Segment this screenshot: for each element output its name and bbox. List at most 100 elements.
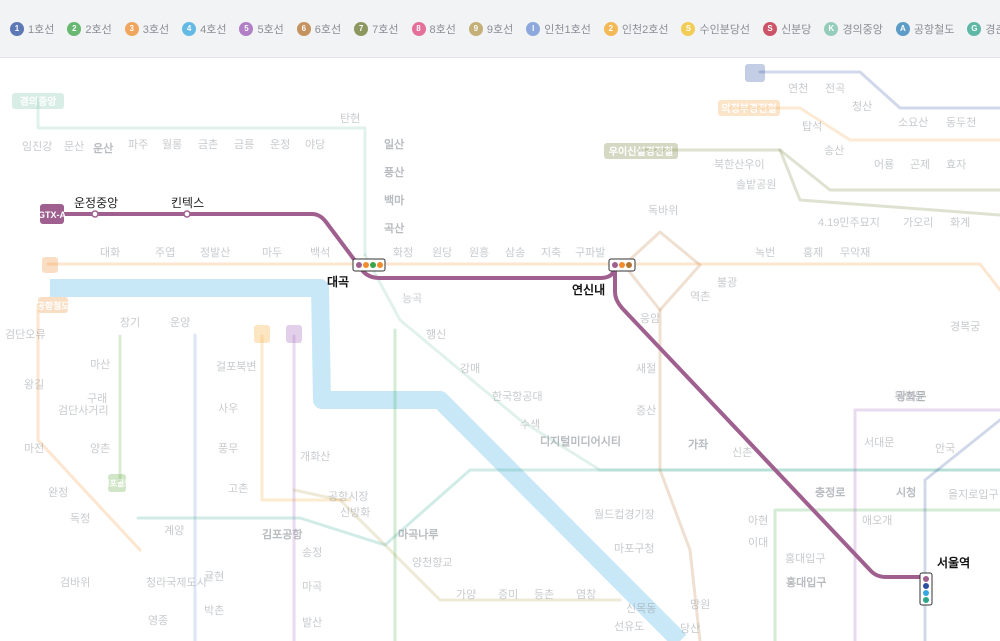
line-badge-icon: 9 (468, 21, 483, 36)
svg-text:우이신설경전철: 우이신설경전철 (609, 145, 673, 158)
station-label-kintex[interactable]: 킨텍스 (171, 196, 204, 210)
svg-text:새절: 새절 (636, 362, 656, 375)
han-river (50, 279, 687, 641)
svg-text:풍무: 풍무 (218, 442, 238, 455)
svg-text:김포공항: 김포공항 (262, 527, 302, 541)
svg-text:소요산: 소요산 (898, 116, 928, 129)
svg-text:북한산우이: 북한산우이 (714, 158, 765, 171)
svg-text:전곡: 전곡 (825, 82, 845, 95)
svg-text:홍제: 홍제 (803, 245, 823, 259)
svg-text:애오개: 애오개 (862, 514, 892, 527)
line-badge-icon: I (526, 21, 541, 36)
svg-text:독정: 독정 (70, 512, 90, 525)
svg-text:야당: 야당 (305, 138, 325, 151)
station-label-unjeong[interactable]: 운정중앙 (74, 196, 118, 210)
svg-text:고촌: 고촌 (228, 482, 248, 495)
station-label-daegok[interactable]: 대곡 (327, 275, 349, 289)
svg-text:파주: 파주 (128, 138, 148, 151)
subway-map-canvas[interactable]: 경의중앙 의정부경전철 우이신설경전철 공항철도 김포골드 임진강 문산 운산 … (0, 58, 1000, 641)
svg-text:동두천: 동두천 (946, 115, 976, 129)
svg-text:마포구청: 마포구청 (614, 542, 654, 555)
subway-map[interactable]: 경의중앙 의정부경전철 우이신설경전철 공항철도 김포골드 임진강 문산 운산 … (0, 58, 1000, 641)
svg-text:지축: 지축 (541, 246, 561, 259)
svg-text:서대문: 서대문 (864, 436, 894, 449)
svg-text:안국: 안국 (935, 442, 955, 455)
svg-text:홍대입구: 홍대입구 (786, 575, 826, 589)
gtx-a-route-line[interactable] (60, 212, 928, 579)
svg-text:광화문: 광화문 (896, 389, 926, 403)
legend-label: 인천2호선 (621, 23, 669, 36)
svg-text:송산: 송산 (824, 144, 844, 157)
svg-text:능곡: 능곡 (402, 292, 422, 305)
legend-label: 수인분당선 (699, 23, 751, 36)
svg-text:가좌: 가좌 (688, 437, 708, 451)
legend-label: 8호선 (429, 23, 456, 36)
svg-text:계양: 계양 (164, 524, 184, 537)
svg-text:의정부경전철: 의정부경전철 (721, 102, 776, 115)
svg-text:충정로: 충정로 (815, 485, 845, 499)
legend-item[interactable]: 1 1호선 (10, 21, 54, 37)
svg-text:가양: 가양 (456, 588, 476, 601)
station-transfer-yeonsinnae[interactable] (608, 258, 636, 272)
svg-text:월드컵경기장: 월드컵경기장 (594, 508, 655, 521)
svg-text:을지로입구: 을지로입구 (948, 488, 999, 501)
svg-text:공항철도: 공항철도 (36, 300, 70, 311)
station-label-yeonsinnae[interactable]: 연신내 (572, 282, 605, 297)
legend-label: 2호선 (85, 23, 112, 36)
svg-text:금촌: 금촌 (198, 138, 218, 151)
station-dot-kintex[interactable] (183, 210, 191, 218)
svg-text:신방화: 신방화 (340, 506, 370, 519)
line-badge-icon: 2 (603, 21, 618, 36)
station-transfer-seoul[interactable] (919, 572, 933, 606)
svg-text:대화: 대화 (100, 246, 120, 259)
svg-text:화정: 화정 (393, 246, 413, 259)
line-badge-icon: 3 (124, 21, 139, 36)
line-badge-icon: 1 (10, 21, 24, 36)
svg-text:신목동: 신목동 (626, 602, 656, 615)
legend-label: 9호선 (486, 23, 514, 36)
legend-label: 5호선 (257, 23, 284, 36)
svg-text:청산: 청산 (852, 100, 872, 113)
station-transfer-daegok[interactable] (352, 258, 386, 272)
svg-text:사우: 사우 (218, 402, 238, 415)
station-label-seoul[interactable]: 서울역 (937, 555, 970, 570)
svg-text:청라국제도시: 청라국제도시 (146, 576, 207, 589)
svg-text:삼송: 삼송 (505, 246, 525, 259)
svg-text:독바위: 독바위 (648, 204, 678, 217)
legend-label: 경춘선 (985, 23, 1000, 36)
legend-label: 1호선 (28, 23, 55, 36)
legend-item[interactable]: G경춘선 (967, 21, 1000, 37)
svg-text:걸포북변: 걸포북변 (216, 360, 256, 373)
svg-text:연천: 연천 (788, 81, 808, 95)
svg-text:금릉: 금릉 (234, 138, 254, 151)
legend-label: 인천1호선 (544, 23, 591, 36)
svg-text:탑석: 탑석 (802, 120, 822, 133)
station-dot-unjeong[interactable] (91, 210, 99, 218)
line-badge-icon: 6 (296, 21, 311, 36)
svg-text:일산: 일산 (384, 137, 404, 151)
svg-text:검단오류: 검단오류 (5, 328, 45, 341)
svg-text:풍산: 풍산 (384, 165, 404, 179)
svg-text:백석: 백석 (310, 246, 330, 259)
svg-text:4.19민주묘지: 4.19민주묘지 (818, 216, 880, 229)
svg-text:운산: 운산 (93, 141, 113, 155)
gtx-a-terminal-badge[interactable] (40, 204, 64, 224)
svg-text:등촌: 등촌 (534, 588, 554, 601)
gtx-a-route[interactable]: GTX-A 운정중앙 킨텍스 대곡 연신내 (38, 196, 970, 606)
svg-text:마전: 마전 (24, 442, 44, 455)
legend-label: 6호선 (314, 23, 342, 36)
